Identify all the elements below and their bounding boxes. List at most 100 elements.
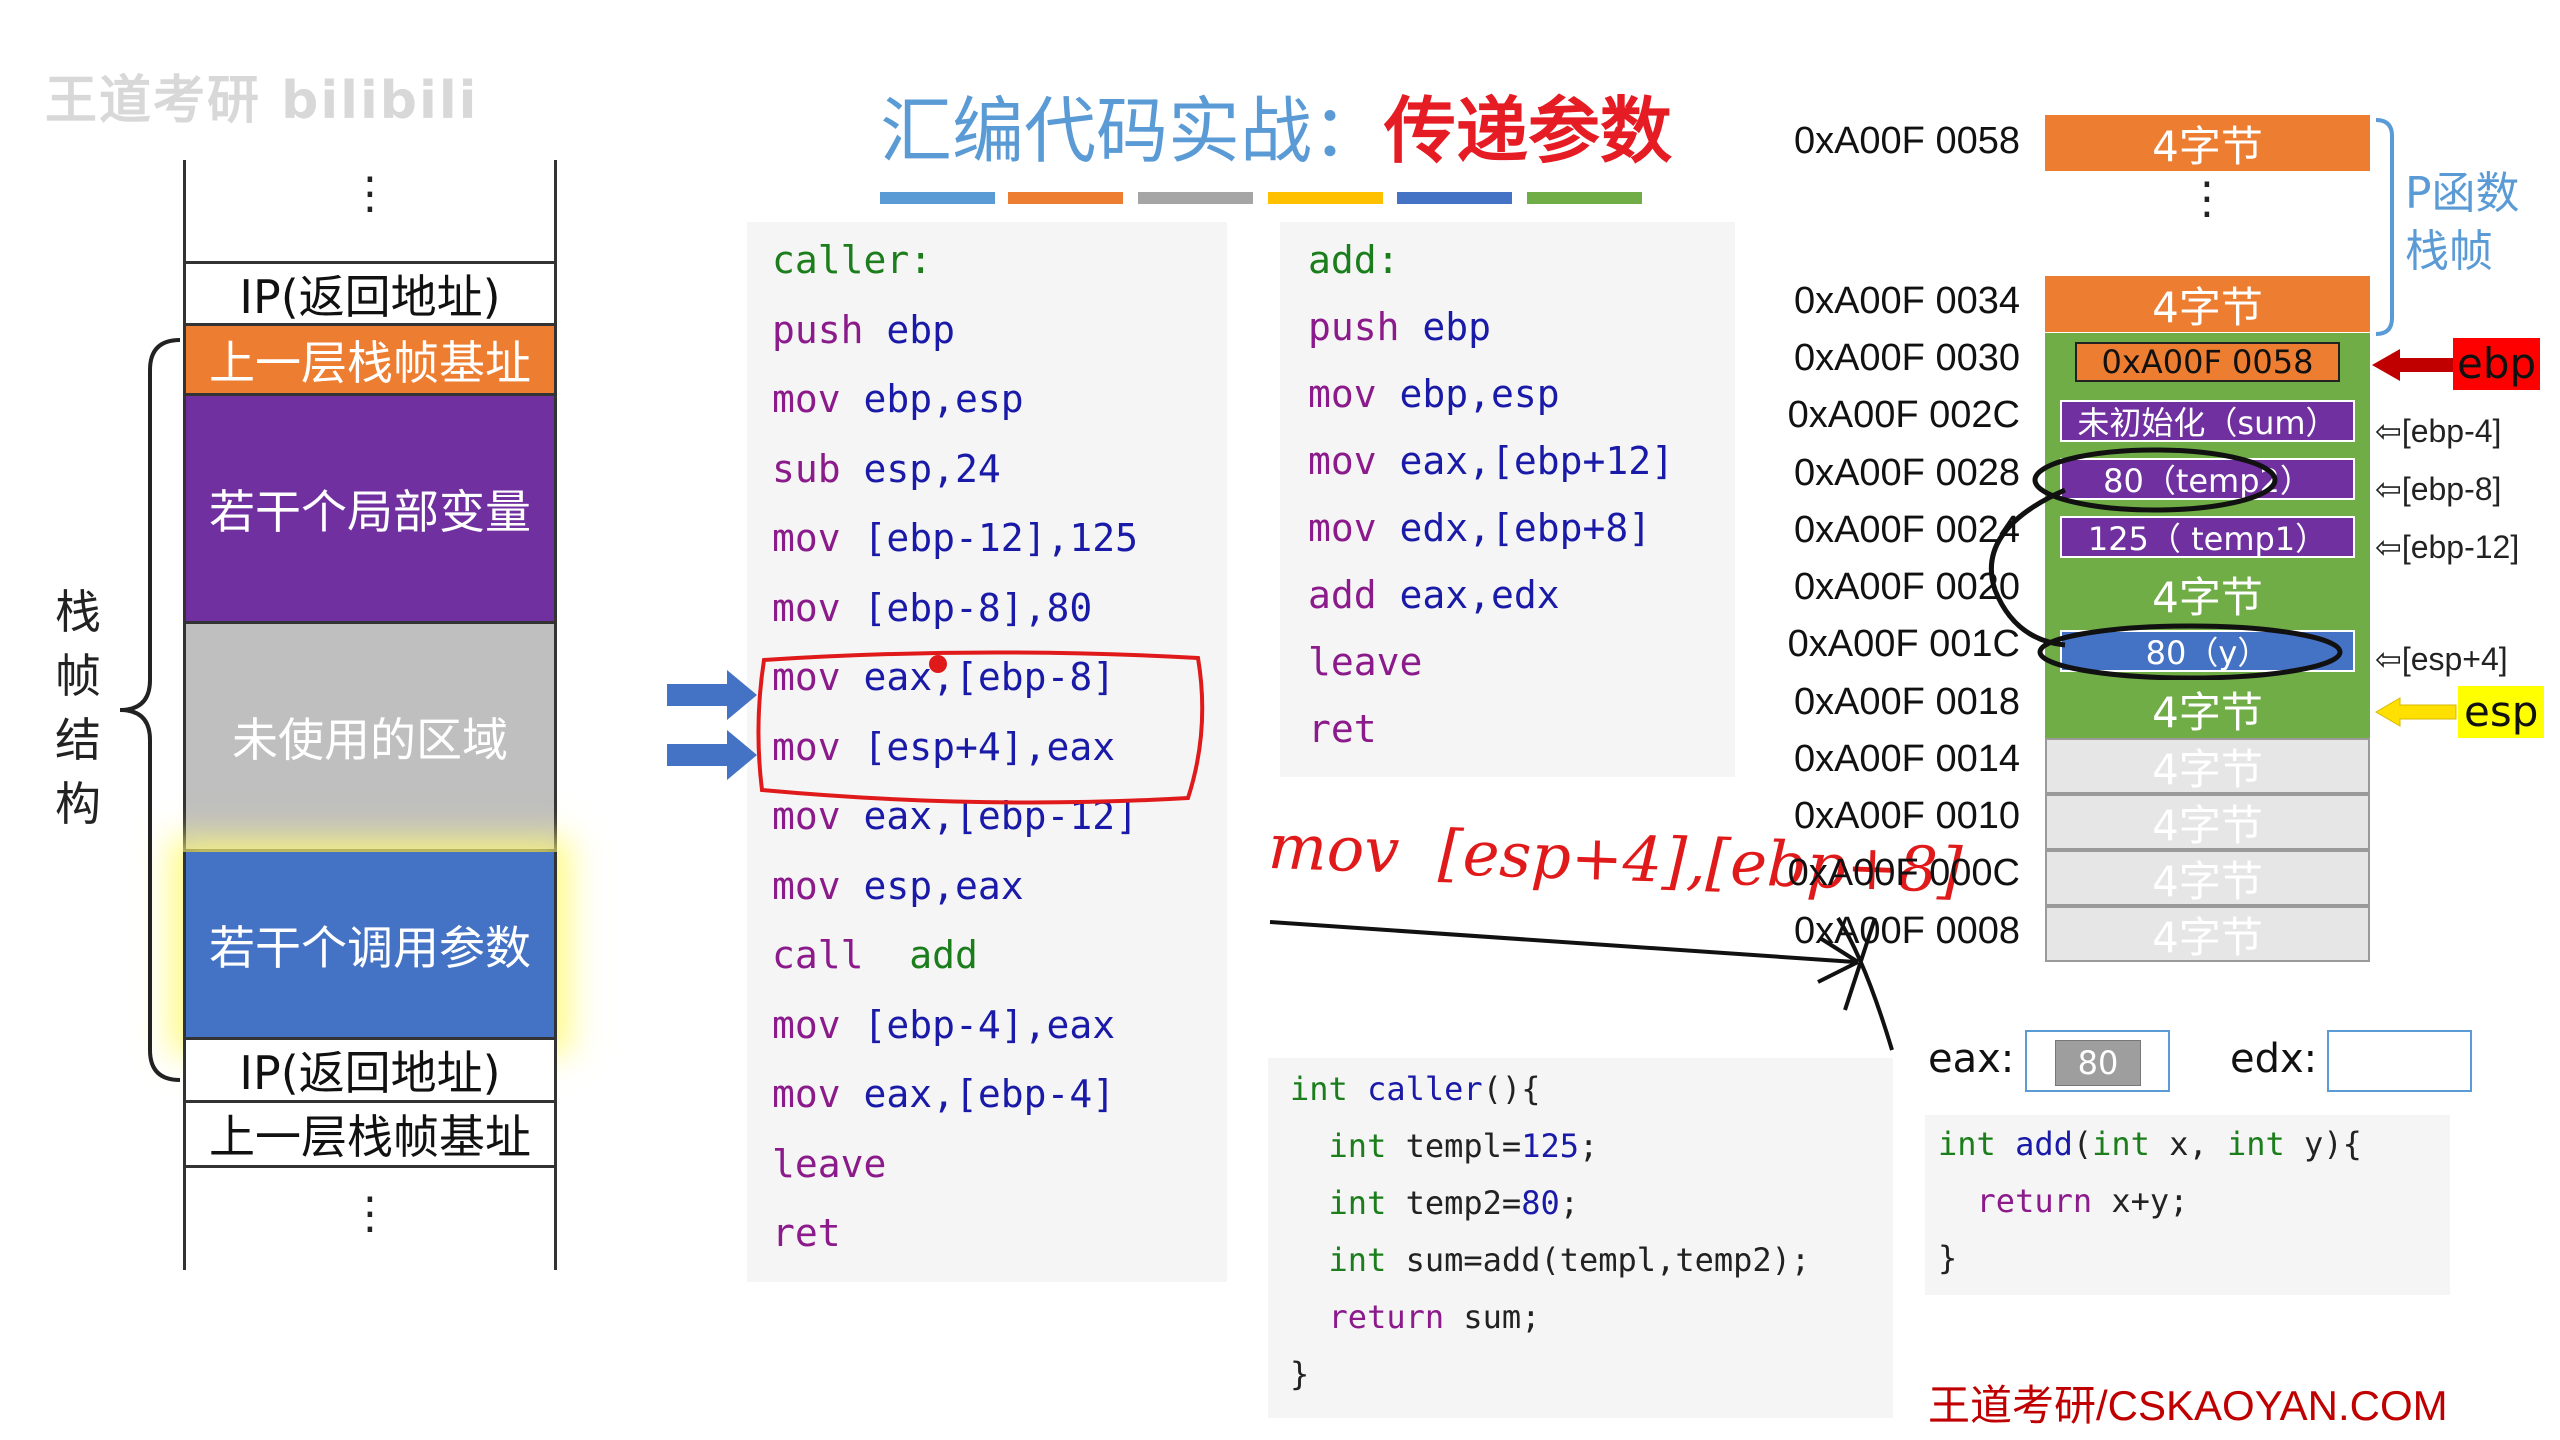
add_asm-line-3: mov eax,[ebp+12] — [1308, 439, 1674, 506]
c-keyword: return — [1976, 1182, 2093, 1220]
title-bar-2 — [1008, 192, 1123, 204]
addr-0028: 0xA00F 0028 — [1793, 452, 2020, 494]
title-bar-1 — [880, 192, 995, 204]
caller-asm-panel — [747, 222, 1227, 1282]
red-annotation-box — [756, 650, 1205, 805]
mem-cell-000c: 4字节 — [2045, 850, 2370, 906]
add-c-panel — [1925, 1115, 2450, 1295]
asm-op: push — [1308, 305, 1400, 349]
asm-args: esp,eax — [840, 863, 1024, 908]
label-arrow-icon: ⇦ — [2375, 641, 2402, 677]
asm-args: [ebp-4],eax — [840, 1002, 1116, 1047]
add_asm-line-0: add: — [1308, 238, 1674, 305]
footer-brand: 王道考研/CSKAOYAN.COM — [1928, 1382, 2448, 1429]
add_asm-line-4: mov edx,[ebp+8] — [1308, 506, 1674, 573]
c-text: x, — [2149, 1125, 2227, 1163]
mem-cell-0030: 0xA00F 0058 — [2075, 342, 2340, 382]
frame-bracket — [2375, 118, 2394, 336]
asm-op: mov — [772, 655, 841, 699]
caller_asm-line-1: push ebp — [772, 308, 1138, 378]
frame-cell-return-ip: IP(返回地址) — [183, 261, 557, 326]
addr-0058: 0xA00F 0058 — [1793, 120, 2020, 162]
asm-op: call — [772, 933, 864, 977]
asm-op: mov — [772, 516, 841, 560]
watermark: 王道考研 bilibili — [45, 71, 479, 131]
c-type: int — [1328, 1184, 1387, 1222]
caller_asm-line-6: mov eax,[ebp-8] — [772, 655, 1138, 725]
caller_asm-line-9: mov esp,eax — [772, 864, 1138, 934]
asm-op: push — [772, 307, 864, 352]
asm-op: caller: — [772, 238, 933, 282]
frame-label: 栈帧结构 — [55, 585, 101, 831]
c-text: sum; — [1444, 1298, 1541, 1336]
asm-args: eax,[ebp-4] — [840, 1072, 1116, 1116]
frame-dots-bottom: ⋮ — [348, 1188, 392, 1239]
asm-op: add: — [1308, 238, 1400, 282]
frame-cell-unused: 未使用的区域 — [183, 624, 557, 852]
asm-args: [ebp-8],80 — [840, 585, 1093, 630]
mem-cell-0010: 4字节 — [2045, 794, 2370, 850]
add_asm-line-1: push ebp — [1308, 305, 1674, 372]
asm-op: leave — [772, 1141, 887, 1186]
mem-cell-0008: 4字节 — [2045, 906, 2370, 962]
asm-op: leave — [1308, 640, 1423, 684]
mem-dots: ⋮ — [2185, 173, 2229, 224]
addr-0018: 0xA00F 0018 — [1793, 681, 2020, 723]
asm-op: mov — [772, 794, 841, 838]
c-text: ; — [1578, 1127, 1599, 1165]
asm-args: [ebp-12],125 — [840, 516, 1139, 560]
asm-args: ebp — [863, 307, 956, 352]
asm-args: ebp — [1399, 305, 1492, 349]
asm-args: eax,[ebp+12] — [1376, 439, 1675, 483]
asm-op: mov — [1308, 439, 1377, 483]
asm-op: mov — [772, 585, 841, 630]
c-keyword: return — [1328, 1298, 1445, 1336]
addr-0014: 0xA00F 0014 — [1793, 738, 2020, 780]
ebp-arrow-icon — [2372, 349, 2454, 381]
label-ebp-minus-4: ⇦[ebp-4] — [2375, 413, 2502, 449]
mem-cell-0024: 125（ temp1） — [2060, 516, 2355, 558]
frame-cell-call-args: 若干个调用参数 — [183, 852, 557, 1040]
addr-001c: 0xA00F 001C — [1787, 623, 2020, 665]
c-fn-name: add — [1995, 1125, 2073, 1163]
mem-cell-0034: 4字节 — [2045, 276, 2370, 332]
title-bar-6 — [1527, 192, 1642, 204]
add_asm-line-7: ret — [1308, 707, 1674, 774]
caller-c-panel — [1268, 1058, 1893, 1418]
frame-cell-local-vars: 若干个局部变量 — [183, 396, 557, 624]
c-number: 125 — [1521, 1127, 1579, 1165]
c-text: ( — [2072, 1125, 2093, 1163]
asm-args: edx,[ebp+8] — [1376, 506, 1652, 550]
c-text: x+y; — [2092, 1182, 2189, 1220]
asm-op: sub — [772, 446, 841, 491]
asm-op: mov — [1308, 506, 1377, 550]
add_asm-line-5: add eax,edx — [1308, 573, 1674, 640]
mem-cell-0018: 4字节 — [2152, 687, 2263, 737]
caller_asm-line-7: mov [esp+4],eax — [772, 725, 1138, 795]
asm-op: mov — [772, 1002, 841, 1047]
eax-box: 80 — [2025, 1030, 2170, 1092]
c-text: sum=add(templ,temp2); — [1386, 1241, 1811, 1279]
asm-args: ebp,esp — [1376, 372, 1560, 416]
c-text: temp2= — [1386, 1184, 1522, 1222]
ebp-label: ebp — [2453, 338, 2541, 390]
mem-cell-0020: 4字节 — [2152, 572, 2263, 622]
asm-op: mov — [1308, 372, 1377, 416]
caller_asm-line-3: sub esp,24 — [772, 447, 1138, 517]
caller_asm-line-13: leave — [772, 1142, 1138, 1212]
label-arrow-icon: ⇦ — [2375, 471, 2402, 507]
mem-cell-0058: 4字节 — [2045, 115, 2370, 171]
add-c-code: int add(int x, int y){ return x+y; } — [1938, 1125, 2362, 1296]
c-fn-name: caller — [1347, 1070, 1483, 1108]
asm-op: ret — [772, 1211, 841, 1255]
c-type: int — [2092, 1125, 2150, 1163]
eax-value: 80 — [2055, 1040, 2141, 1086]
caller_asm-line-4: mov [ebp-12],125 — [772, 516, 1138, 586]
label-ebp-minus-8: ⇦[ebp-8] — [2375, 471, 2502, 507]
caller-c-code: int caller(){ int templ=125; int temp2=8… — [1290, 1070, 1810, 1412]
asm-args: add — [863, 933, 978, 977]
caller_asm-line-11: mov [ebp-4],eax — [772, 1003, 1138, 1073]
handwritten-arrow — [1269, 916, 1894, 1051]
